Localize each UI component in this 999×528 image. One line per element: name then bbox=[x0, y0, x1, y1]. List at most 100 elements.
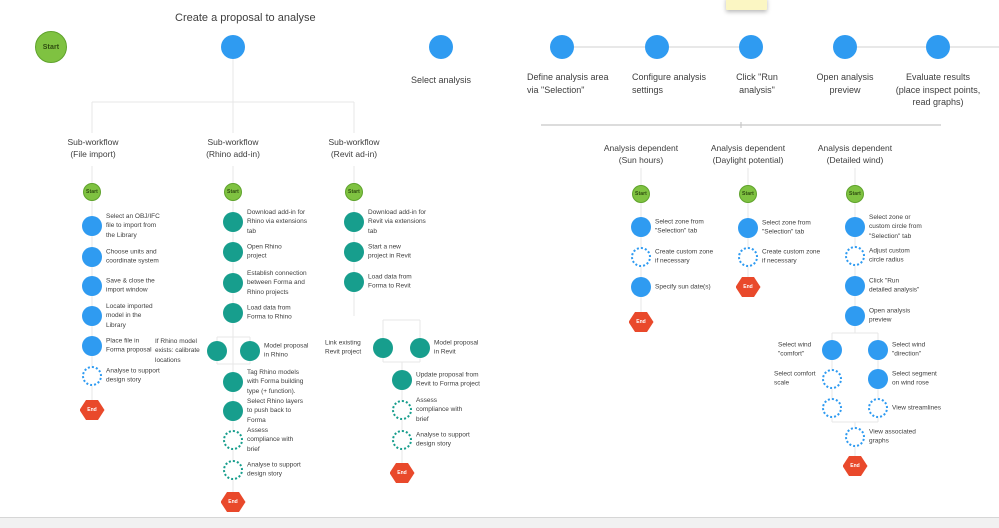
sticky-note[interactable] bbox=[726, 0, 767, 10]
node-view-streamlines[interactable] bbox=[868, 398, 888, 418]
node-view-streamlines-label: View streamlines bbox=[892, 404, 942, 412]
start-rhino[interactable]: Start bbox=[224, 183, 242, 201]
node-model-proposal-revit[interactable] bbox=[410, 338, 430, 358]
node-download-revit-addin[interactable] bbox=[344, 212, 364, 232]
node-load-data-forma-revit[interactable] bbox=[344, 272, 364, 292]
node-locate-imported-model-label: Locate imported model in the Library bbox=[106, 302, 153, 329]
caption-evaluate-results: Evaluate results (place inspect points, … bbox=[895, 72, 981, 108]
node-click-run-detailed-label: Click "Run detailed analysis" bbox=[869, 277, 920, 294]
node-create-custom-zone-daylight-label: Create custom zone if necessary bbox=[762, 248, 821, 265]
node-select-comfort-scale-label: Select comfort scale bbox=[774, 370, 816, 387]
node-analyse-design-story-file-label: Analyse to support design story bbox=[106, 367, 160, 384]
node-model-proposal-rhino[interactable] bbox=[240, 341, 260, 361]
node-analyse-design-story-revit[interactable] bbox=[392, 430, 412, 450]
start-detailed-wind[interactable]: Start bbox=[846, 185, 864, 203]
node-create-custom-zone-daylight[interactable] bbox=[738, 247, 758, 267]
node-select-zone-sun-label: Select zone from "Selection" tab bbox=[655, 218, 704, 235]
node-tag-rhino-models-label: Tag Rhino models with Forma building typ… bbox=[247, 368, 304, 395]
node-open-rhino-project-label: Open Rhino project bbox=[247, 243, 282, 260]
node-model-proposal-revit-label: Model proposal in Revit bbox=[434, 339, 479, 356]
node-analyse-design-story-revit-label: Analyse to support design story bbox=[416, 431, 470, 448]
step-create-proposal[interactable] bbox=[221, 35, 245, 59]
node-locate-imported-model[interactable] bbox=[82, 306, 102, 326]
node-select-wind-direction-label: Select wind "direction" bbox=[892, 341, 926, 358]
node-specify-sun-dates-label: Specify sun date(s) bbox=[655, 283, 711, 291]
node-select-zone-daylight[interactable] bbox=[738, 218, 758, 238]
node-download-revit-addin-label: Download add-in for Revit via extensions… bbox=[368, 208, 427, 235]
node-place-file-forma[interactable] bbox=[82, 336, 102, 356]
node-view-associated-graphs[interactable] bbox=[845, 427, 865, 447]
start-main-flow[interactable]: Start bbox=[35, 31, 67, 63]
node-start-new-revit-project[interactable] bbox=[344, 242, 364, 262]
step-select-analysis[interactable] bbox=[429, 35, 453, 59]
end-revit[interactable]: End bbox=[389, 463, 415, 483]
node-calibrate-locations-label: If Rhino model exists: calibrate locatio… bbox=[155, 337, 200, 364]
node-download-rhino-addin[interactable] bbox=[223, 212, 243, 232]
caption-click-run-analysis: Click "Run analysis" bbox=[736, 72, 778, 95]
header-subworkflow-revit: Sub-workflow (Revit ad-in) bbox=[328, 137, 380, 159]
node-calibrate-locations[interactable] bbox=[207, 341, 227, 361]
node-select-wind-comfort[interactable] bbox=[822, 340, 842, 360]
header-subworkflow-rhino: Sub-workflow (Rhino add-in) bbox=[206, 137, 260, 159]
node-select-zone-sun[interactable] bbox=[631, 217, 651, 237]
node-save-close-import-label: Save & close the import window bbox=[106, 277, 155, 294]
start-revit[interactable]: Start bbox=[345, 183, 363, 201]
node-comfort-branch-step-3[interactable] bbox=[822, 398, 842, 418]
header-analysis-sun-hours: Analysis dependent (Sun hours) bbox=[603, 143, 679, 165]
node-assess-compliance-rhino[interactable] bbox=[223, 430, 243, 450]
node-choose-units[interactable] bbox=[82, 247, 102, 267]
node-select-segment-wind-rose-label: Select segment on wind rose bbox=[892, 370, 937, 387]
node-select-wind-direction[interactable] bbox=[868, 340, 888, 360]
node-create-custom-zone-sun[interactable] bbox=[631, 247, 651, 267]
step-evaluate-results[interactable] bbox=[926, 35, 950, 59]
column-connectors bbox=[91, 59, 879, 494]
node-adjust-circle-radius[interactable] bbox=[845, 246, 865, 266]
bottom-scrollbar[interactable] bbox=[0, 517, 999, 528]
node-select-rhino-layers[interactable] bbox=[223, 401, 243, 421]
end-detailed-wind[interactable]: End bbox=[842, 456, 868, 476]
end-sun-hours[interactable]: End bbox=[628, 312, 654, 332]
node-open-preview-wind-label: Open analysis preview bbox=[869, 307, 911, 324]
node-establish-connection[interactable] bbox=[223, 273, 243, 293]
end-rhino[interactable]: End bbox=[220, 492, 246, 512]
node-select-obj-ifc[interactable] bbox=[82, 216, 102, 236]
node-update-proposal-revit[interactable] bbox=[392, 370, 412, 390]
node-analyse-design-story-file[interactable] bbox=[82, 366, 102, 386]
end-daylight[interactable]: End bbox=[735, 277, 761, 297]
node-download-rhino-addin-label: Download add-in for Rhino via extensions… bbox=[247, 208, 307, 235]
start-daylight[interactable]: Start bbox=[739, 185, 757, 203]
node-link-existing-revit[interactable] bbox=[373, 338, 393, 358]
header-subworkflow-file-import: Sub-workflow (File import) bbox=[67, 137, 119, 159]
node-save-close-import[interactable] bbox=[82, 276, 102, 296]
end-file-import[interactable]: End bbox=[79, 400, 105, 420]
caption-open-analysis-preview: Open analysis preview bbox=[816, 72, 874, 95]
step-define-analysis-area[interactable] bbox=[550, 35, 574, 59]
node-establish-connection-label: Establish connection between Forma and R… bbox=[247, 269, 307, 296]
node-click-run-detailed[interactable] bbox=[845, 276, 865, 296]
node-tag-rhino-models[interactable] bbox=[223, 372, 243, 392]
node-analyse-design-story-rhino-label: Analyse to support design story bbox=[247, 461, 301, 478]
step-configure-settings[interactable] bbox=[645, 35, 669, 59]
node-specify-sun-dates[interactable] bbox=[631, 277, 651, 297]
caption-select-analysis: Select analysis bbox=[410, 75, 472, 85]
start-sun-hours[interactable]: Start bbox=[632, 185, 650, 203]
start-file-import[interactable]: Start bbox=[83, 183, 101, 201]
node-open-rhino-project[interactable] bbox=[223, 242, 243, 262]
node-assess-compliance-revit[interactable] bbox=[392, 400, 412, 420]
step-open-analysis-preview[interactable] bbox=[833, 35, 857, 59]
node-select-segment-wind-rose[interactable] bbox=[868, 369, 888, 389]
node-select-zone-daylight-label: Select zone from "Selection" tab bbox=[762, 219, 811, 236]
node-start-new-revit-project-label: Start a new project in Revit bbox=[368, 243, 411, 260]
node-assess-compliance-revit-label: Assess compliance with brief bbox=[416, 396, 463, 423]
node-choose-units-label: Choose units and coordinate system bbox=[106, 248, 159, 265]
node-open-preview-wind[interactable] bbox=[845, 306, 865, 326]
step-click-run-analysis[interactable] bbox=[739, 35, 763, 59]
node-analyse-design-story-rhino[interactable] bbox=[223, 460, 243, 480]
node-select-zone-wind[interactable] bbox=[845, 217, 865, 237]
node-adjust-circle-radius-label: Adjust custom circle radius bbox=[869, 247, 910, 264]
node-select-obj-ifc-label: Select an OBJ/IFC file to import from th… bbox=[106, 212, 160, 239]
node-load-data-forma-rhino[interactable] bbox=[223, 303, 243, 323]
node-select-comfort-scale[interactable] bbox=[822, 369, 842, 389]
node-load-data-forma-revit-label: Load data from Forma to Revit bbox=[368, 273, 412, 290]
